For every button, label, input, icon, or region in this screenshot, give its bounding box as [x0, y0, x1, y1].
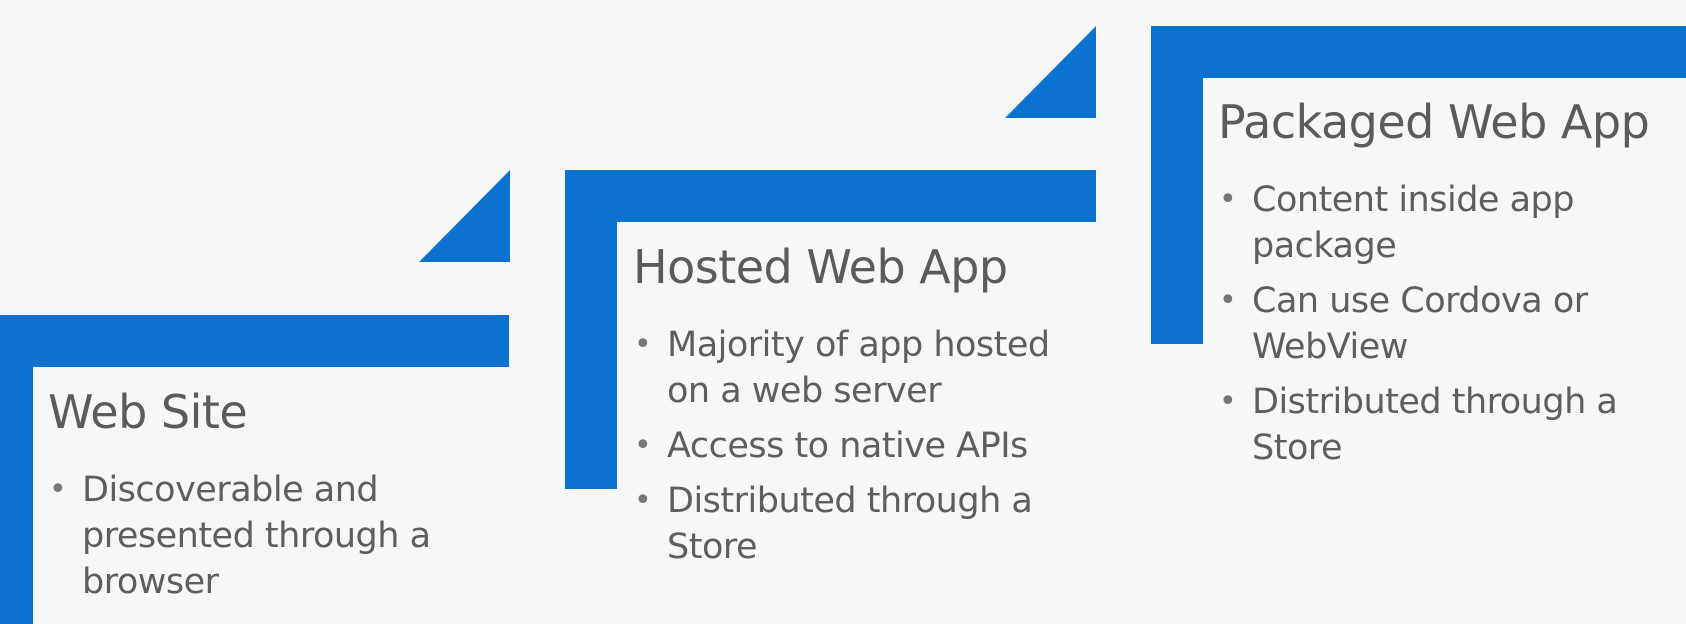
web-site-title: Web Site — [48, 385, 248, 439]
hosted-web-app-left-bar — [565, 170, 617, 489]
hosted-web-app-top-bar — [565, 170, 1096, 222]
web-site-left-bar — [0, 315, 33, 624]
packaged-web-app-bullet: Distributed through a Store — [1219, 379, 1669, 471]
hosted-web-app-arrow-triangle — [1005, 26, 1096, 118]
hosted-web-app-bullet: Majority of app hosted on a web server — [634, 322, 1084, 414]
packaged-web-app-bullet: Content inside app package — [1219, 177, 1669, 269]
packaged-web-app-bullet: Can use Cordova or WebView — [1219, 278, 1669, 370]
hosted-web-app-bullet: Access to native APIs — [634, 423, 1084, 469]
hosted-web-app-bullet: Distributed through a Store — [634, 478, 1084, 570]
hosted-web-app-bullet-list: Majority of app hosted on a web server A… — [634, 322, 1084, 579]
web-site-arrow-triangle — [419, 170, 510, 262]
web-site-bullet-list: Discoverable and presented through a bro… — [49, 467, 469, 614]
web-site-top-bar — [0, 315, 509, 367]
packaged-web-app-title: Packaged Web App — [1218, 95, 1650, 149]
packaged-web-app-bullet-list: Content inside app package Can use Cordo… — [1219, 177, 1669, 480]
packaged-web-app-top-bar — [1151, 26, 1686, 78]
hosted-web-app-title: Hosted Web App — [633, 240, 1008, 294]
web-site-bullet: Discoverable and presented through a bro… — [49, 467, 469, 605]
packaged-web-app-left-bar — [1151, 26, 1203, 344]
